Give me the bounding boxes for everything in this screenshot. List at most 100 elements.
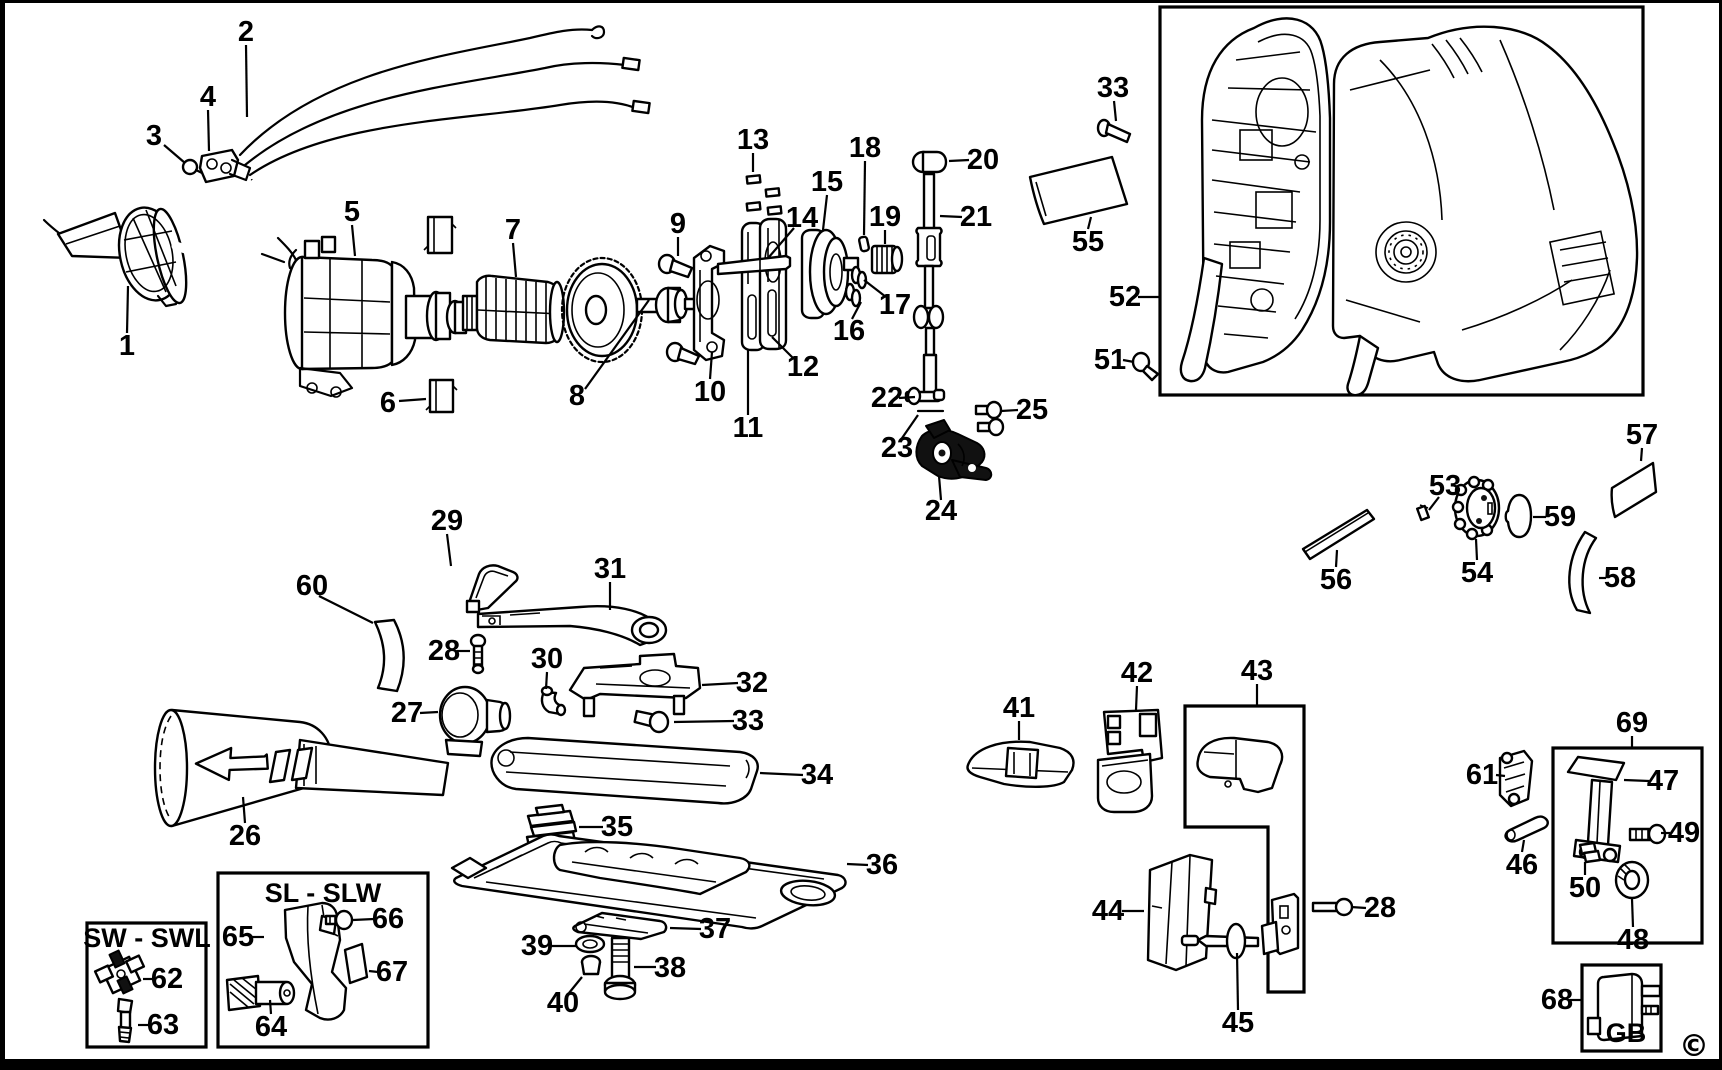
part-leader-51-51 (1122, 358, 1135, 364)
part-67-plate (343, 942, 369, 985)
part-1-cord-set (42, 206, 188, 308)
part-leader-21-20 (939, 214, 963, 219)
part-leader-23-22 (899, 414, 919, 442)
part-39-washer (574, 934, 606, 954)
part-66-screw (324, 909, 354, 931)
part-leader-40-40 (568, 976, 583, 994)
part-38-bolt (603, 936, 637, 1001)
part-leader-5-4 (350, 224, 357, 257)
part-label-1-0: 1 (119, 330, 135, 362)
part-34-cover-plate (490, 736, 759, 805)
part-25-screws (974, 400, 1005, 437)
part-7-armature (461, 274, 566, 345)
part-57-label-plate (1610, 461, 1658, 519)
box-69 (1551, 746, 1704, 945)
part-33-screw-top (1096, 118, 1132, 144)
part-51-screw (1131, 351, 1160, 382)
part-13-pins (745, 174, 783, 216)
part-label-60-60: 60 (296, 570, 328, 602)
part-27-knob (438, 685, 512, 758)
part-50-nut (1578, 841, 1602, 864)
part-label-12-11: 12 (787, 351, 819, 383)
part-label-39-39: 39 (521, 930, 553, 962)
box-label-gb: GB (1606, 1018, 1647, 1048)
part-label-50-50: 50 (1569, 872, 1601, 904)
part-label-68-68: 68 (1541, 984, 1573, 1016)
part-label-47-47: 47 (1647, 765, 1679, 797)
part-leader-36-36 (846, 862, 869, 867)
part-55-sleeve (1028, 155, 1129, 226)
part-leader-7-6 (511, 242, 518, 278)
part-label-11-10: 11 (733, 412, 764, 444)
part-label-3-2: 3 (146, 120, 162, 152)
part-label-4-3: 4 (200, 81, 216, 113)
part-18-pin (857, 235, 871, 253)
part-label-8-7: 8 (569, 380, 585, 412)
part-42-switch (1096, 708, 1164, 814)
part-leader-42-42 (1134, 685, 1139, 711)
part-29-clip (465, 564, 519, 614)
part-label-49-49: 49 (1668, 817, 1700, 849)
part-56-blade (1301, 508, 1376, 561)
part-30-elbow (540, 685, 567, 717)
part-43-cover (1196, 736, 1284, 794)
part-label-23-22: 23 (881, 432, 913, 464)
part-68-plug-gb (1586, 972, 1662, 1042)
part-label-63-63: 63 (147, 1009, 179, 1041)
part-label-53-53: 53 (1429, 470, 1461, 502)
part-leader-29-28 (445, 533, 453, 567)
part-43-bracket-lower (1260, 892, 1300, 956)
part-leader-17-16 (863, 279, 887, 298)
part-leader-24-23 (937, 475, 943, 501)
part-32-bracket (568, 652, 702, 718)
part-36-base-plate (450, 833, 847, 930)
part-leader-1-0 (125, 285, 130, 334)
part-leader-64-64 (268, 999, 273, 1015)
housing-box (1158, 5, 1645, 397)
part-63-screw (116, 997, 134, 1044)
box-68 (1580, 963, 1663, 1053)
part-leader-45-45 (1235, 952, 1240, 1011)
part-48-roller (1614, 860, 1650, 900)
part-52-housing-left-half (1179, 17, 1332, 383)
part-leader-61-61 (1495, 773, 1506, 778)
part-label-28-27: 28 (428, 635, 460, 667)
part-leader-2-1 (244, 44, 249, 118)
part-label-61-61: 61 (1466, 759, 1498, 791)
part-leader-47-47 (1623, 778, 1650, 783)
part-62-cam (93, 949, 146, 995)
labels-layer: 1234567891011121314151617181920212223242… (119, 16, 1700, 1043)
part-label-40-40: 40 (547, 987, 579, 1019)
part-leader-18-17 (862, 160, 867, 236)
part-label-24-23: 24 (925, 495, 957, 527)
part-label-48-48: 48 (1617, 924, 1649, 956)
part-label-51-51: 51 (1094, 344, 1126, 376)
part-40-nut (580, 954, 602, 976)
part-label-69-69: 69 (1616, 707, 1648, 739)
part-9-screws (657, 253, 701, 366)
part-leader-4-3 (206, 109, 211, 152)
part-19-knob (870, 244, 904, 275)
part-leader-25-24 (1000, 408, 1019, 413)
part-leader-66-66 (352, 917, 375, 922)
part-leader-55-55 (1086, 216, 1093, 230)
part-31-lever (476, 605, 668, 647)
part-label-33-33: 33 (732, 705, 764, 737)
part-leader-6-5 (398, 397, 427, 403)
part-label-7-6: 7 (505, 214, 521, 246)
part-41-cover-dome (966, 740, 1075, 788)
part-label-58-58: 58 (1604, 562, 1636, 594)
part-label-52-52: 52 (1109, 281, 1141, 313)
part-5-field-motor (283, 235, 468, 398)
part-2-wire-harness (171, 25, 651, 281)
part-47-roller-bracket (1566, 755, 1626, 864)
part-leader-56-56 (1334, 549, 1339, 568)
part-28-screw-a (469, 633, 487, 675)
part-leader-37-37 (669, 926, 702, 931)
part-leader-16-15 (851, 301, 862, 320)
part-label-64-64: 64 (255, 1011, 287, 1043)
part-label-33-32: 33 (1097, 72, 1129, 104)
part-label-9-8: 9 (670, 208, 686, 240)
